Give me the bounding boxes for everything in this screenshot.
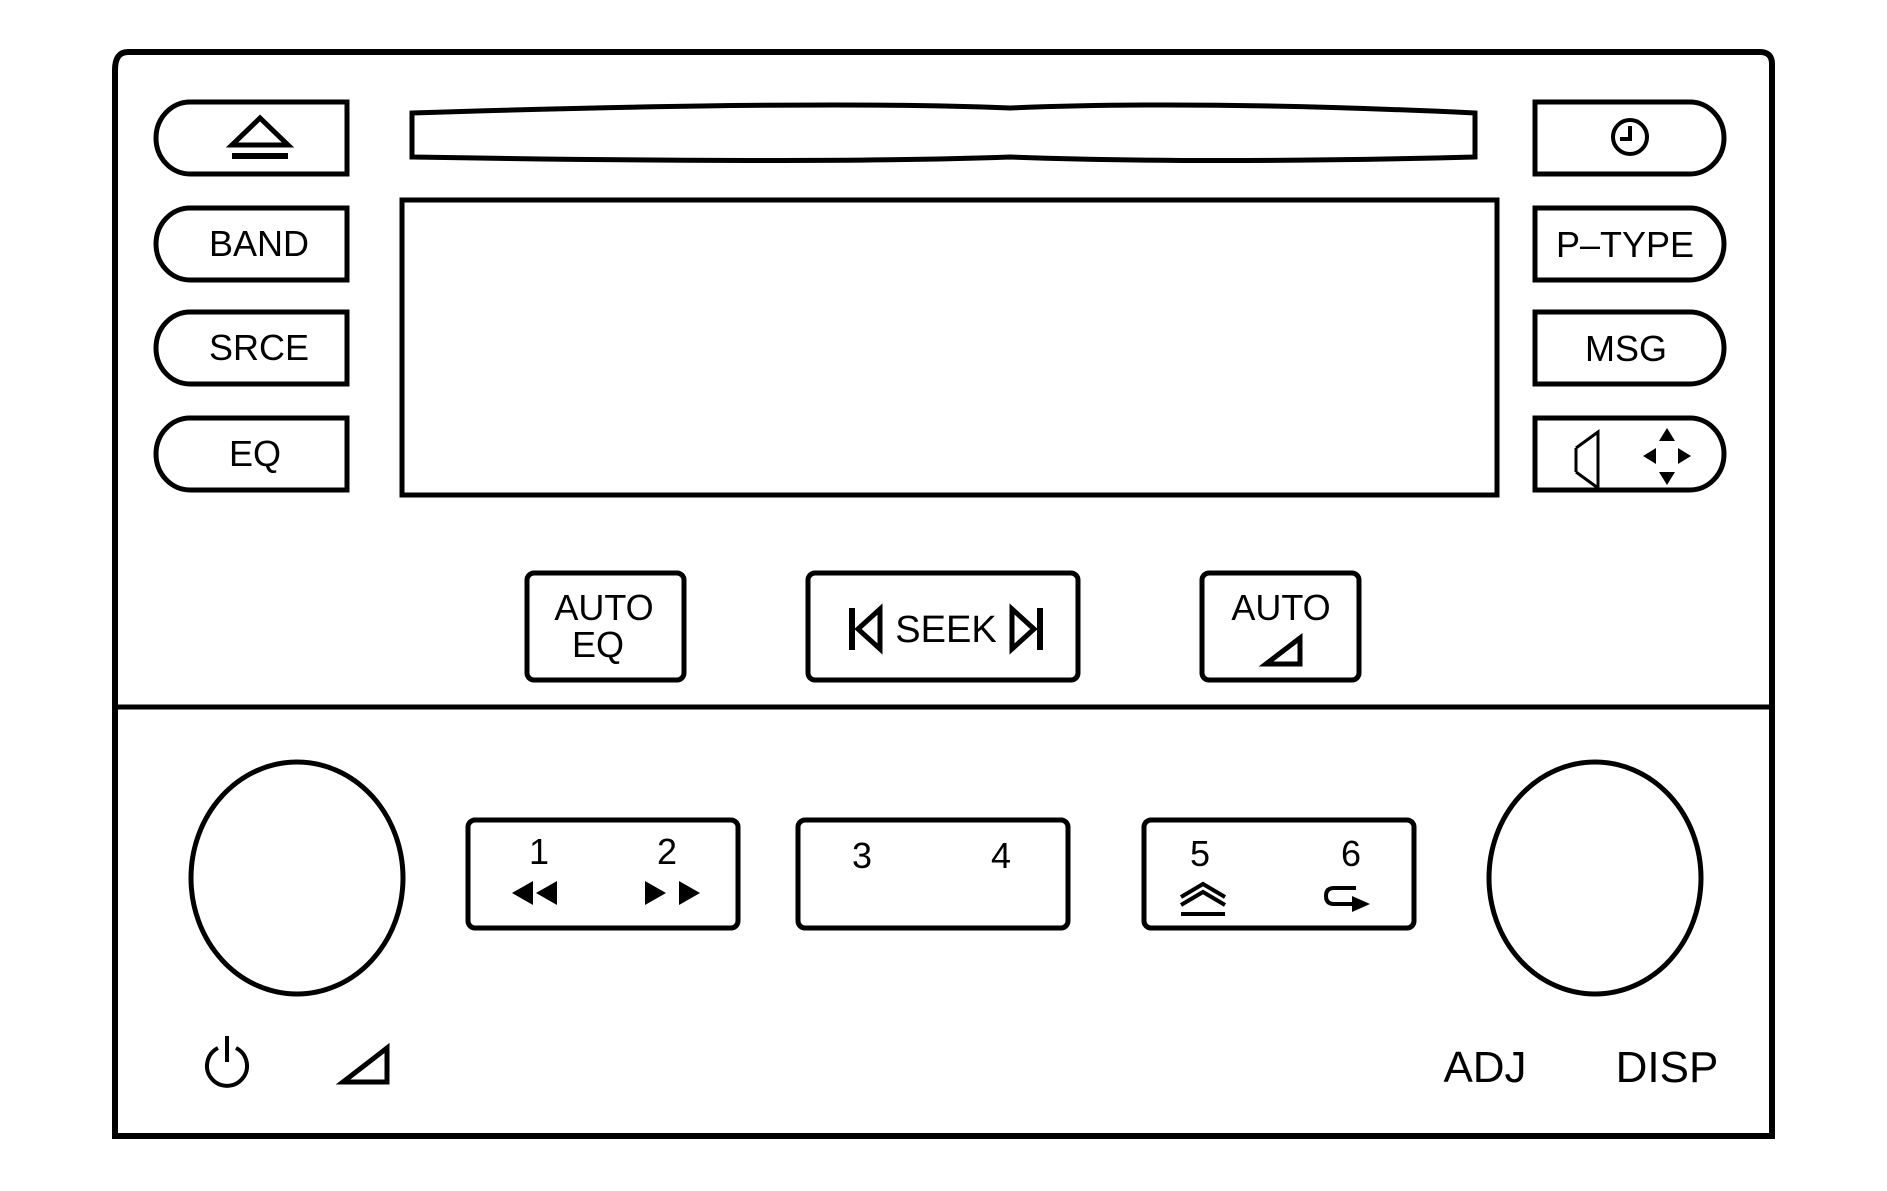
preset-button-1-2[interactable]: 1 2: [465, 817, 741, 931]
volume-wedge-icon: [1258, 632, 1303, 667]
srce-label: SRCE: [209, 327, 309, 368]
auto-eq-button[interactable]: AUTO EQ: [524, 570, 687, 683]
eq-label: EQ: [229, 433, 281, 474]
eq-button[interactable]: EQ: [153, 415, 350, 493]
clock-button[interactable]: [1532, 99, 1727, 177]
p-type-button[interactable]: P–TYPE: [1532, 205, 1727, 283]
disp-label: DISP: [1616, 1043, 1719, 1092]
seek-button[interactable]: SEEK: [805, 570, 1081, 683]
seek-back-icon: [849, 603, 883, 655]
p-type-label: P–TYPE: [1556, 224, 1694, 265]
eject-button[interactable]: [153, 99, 350, 177]
display-screen: [399, 197, 1500, 498]
msg-button[interactable]: MSG: [1532, 309, 1727, 387]
faceplate-outline: [112, 49, 1775, 1139]
four-way-arrows-icon: [1643, 428, 1691, 485]
preset-number-3: 3: [852, 835, 872, 876]
random-icon: [1179, 881, 1227, 916]
auto-eq-label-line2: EQ: [572, 624, 624, 665]
preset-button-3-4[interactable]: 3 4: [795, 817, 1071, 931]
srce-button[interactable]: SRCE: [153, 309, 350, 387]
clock-icon: [1611, 118, 1649, 156]
auto-volume-label: AUTO: [1231, 587, 1330, 628]
preset-button-5-6[interactable]: 5 6: [1141, 817, 1417, 931]
preset-number-4: 4: [991, 835, 1011, 876]
repeat-icon: [1323, 886, 1370, 912]
power-volume-knob[interactable]: [188, 759, 406, 997]
power-icon: [205, 1036, 249, 1088]
fast-forward-icon: [645, 881, 700, 905]
seek-label: SEEK: [895, 609, 996, 651]
preset-number-1: 1: [529, 831, 549, 872]
cd-slot: [409, 102, 1478, 163]
msg-label: MSG: [1585, 328, 1667, 369]
auto-volume-button[interactable]: AUTO: [1199, 570, 1362, 683]
adj-label: ADJ: [1443, 1043, 1526, 1092]
preset-number-6: 6: [1341, 833, 1361, 874]
tone-balance-button[interactable]: [1532, 415, 1727, 493]
preset-number-2: 2: [657, 831, 677, 872]
auto-eq-label-line1: AUTO: [554, 587, 653, 628]
tune-adjust-knob[interactable]: [1486, 759, 1704, 997]
seek-forward-icon: [1009, 603, 1043, 655]
preset-number-5: 5: [1190, 833, 1210, 874]
eject-icon: [225, 114, 295, 159]
rewind-icon: [512, 881, 557, 905]
band-label: BAND: [209, 223, 309, 264]
band-button[interactable]: BAND: [153, 205, 350, 283]
speaker-icon: [1574, 429, 1600, 491]
knob-volume-wedge-icon: [335, 1042, 390, 1085]
